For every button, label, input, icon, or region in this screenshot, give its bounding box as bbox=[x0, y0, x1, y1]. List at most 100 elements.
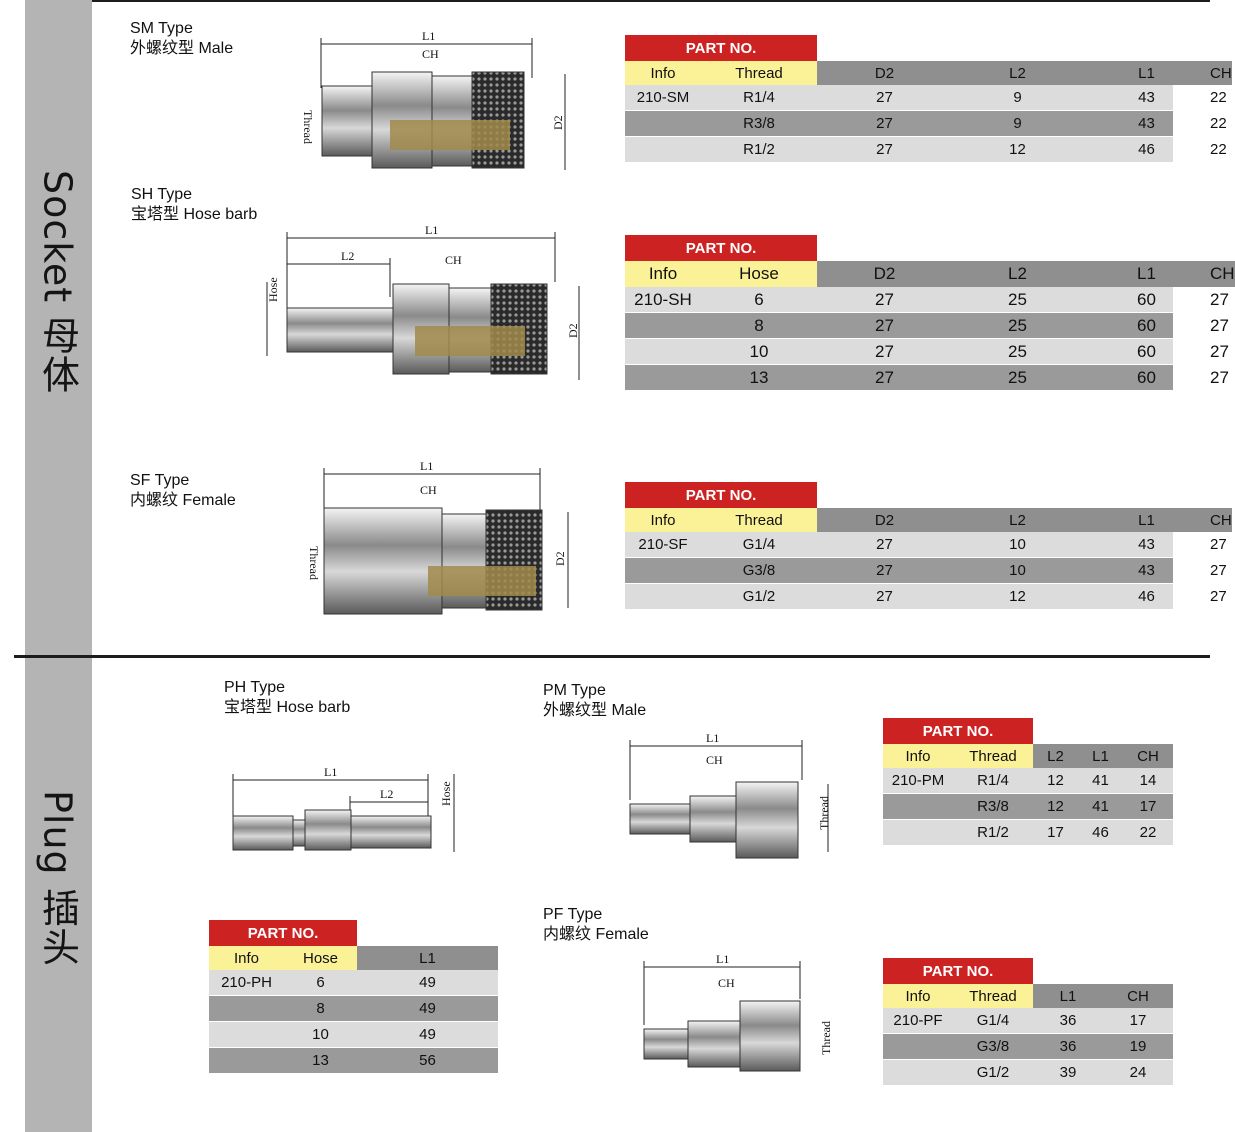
table-cell: 22 bbox=[1210, 89, 1227, 106]
table-cell: 17 bbox=[1129, 1012, 1147, 1029]
sm-socket-drawing: L1 CH D2 Thread bbox=[301, 29, 566, 170]
table-cell: 22 bbox=[1210, 141, 1227, 158]
table-cell: 25 bbox=[1008, 341, 1027, 361]
sm-thread-dim: Thread bbox=[301, 110, 315, 144]
sh-type-subtitle: 宝塔型 Hose barb bbox=[131, 206, 258, 223]
pm-header-l1: L1 bbox=[1078, 744, 1123, 768]
table-cell: R1/2 bbox=[743, 141, 775, 158]
socket-side-band bbox=[25, 0, 92, 655]
sh-l2-dim: L2 bbox=[341, 249, 354, 263]
table-cell: 210-PF bbox=[893, 1012, 943, 1029]
table-cell: 19 bbox=[1129, 1038, 1147, 1055]
pm-type-subtitle: 外螺纹型 Male bbox=[543, 702, 647, 719]
sh-header-ch: CH bbox=[1210, 261, 1235, 287]
table-cell: 27 bbox=[1210, 289, 1229, 309]
sh-l1-dim: L1 bbox=[425, 223, 438, 237]
table-cell: 49 bbox=[419, 974, 436, 991]
pm-header-thread: Thread bbox=[953, 744, 1033, 768]
pf-type-label: PF Type 内螺纹 Female bbox=[543, 905, 649, 945]
table-cell: 46 bbox=[1138, 141, 1155, 158]
table-cell: 13 bbox=[312, 1052, 329, 1069]
table-cell: 27 bbox=[876, 562, 893, 579]
table-cell: 60 bbox=[1137, 289, 1156, 309]
table-cell: G3/8 bbox=[976, 1038, 1010, 1055]
table-row: 10 49 bbox=[209, 1022, 498, 1047]
sf-header-d2: D2 bbox=[817, 508, 952, 532]
pf-header-l1: L1 bbox=[1033, 984, 1103, 1008]
sf-ch-dim: CH bbox=[420, 483, 437, 497]
sf-type-label: SF Type 内螺纹 Female bbox=[130, 471, 236, 511]
table-cell: 27 bbox=[1210, 562, 1227, 579]
table-cell bbox=[625, 111, 701, 136]
sf-socket-drawing: L1 CH D2 Thread bbox=[307, 459, 569, 615]
table-cell: G1/4 bbox=[976, 1012, 1010, 1029]
ph-type-label: PH Type 宝塔型 Hose barb bbox=[224, 678, 350, 718]
sf-type-subtitle: 内螺纹 Female bbox=[130, 492, 236, 509]
table-cell: 43 bbox=[1138, 536, 1155, 553]
ph-part-no-header: PART NO. bbox=[209, 920, 357, 946]
pf-thread-dim: Thread bbox=[819, 1021, 833, 1055]
sm-type-label: SM Type 外螺纹型 Male bbox=[130, 19, 233, 59]
pf-type-subtitle: 内螺纹 Female bbox=[543, 926, 649, 943]
table-cell: 17 bbox=[1047, 824, 1064, 841]
table-cell: 49 bbox=[419, 1026, 436, 1043]
sh-header-d2: D2 bbox=[817, 261, 952, 287]
table-cell: 36 bbox=[1059, 1012, 1077, 1029]
pf-type-title: PF Type bbox=[543, 906, 603, 923]
table-cell: 210-PH bbox=[221, 974, 272, 991]
table-cell: 27 bbox=[1210, 588, 1227, 605]
ph-header-l1: L1 bbox=[357, 946, 498, 970]
ph-l2-dim: L2 bbox=[380, 787, 393, 801]
ph-header-info: Info bbox=[209, 946, 284, 970]
pm-ch-dim: CH bbox=[706, 753, 723, 767]
sf-header-l1: L1 bbox=[1083, 508, 1210, 532]
table-cell: 10 bbox=[1009, 562, 1026, 579]
pf-l1-dim: L1 bbox=[716, 952, 729, 966]
table-cell: 27 bbox=[875, 289, 894, 309]
table-cell: 27 bbox=[875, 367, 894, 387]
table-cell: 210-SM bbox=[636, 89, 690, 106]
sh-header-l1: L1 bbox=[1083, 261, 1210, 287]
sm-part-no-header: PART NO. bbox=[625, 35, 817, 61]
table-cell: G1/4 bbox=[742, 536, 776, 553]
table-cell: 210-PM bbox=[891, 772, 945, 789]
pf-part-no-header: PART NO. bbox=[883, 958, 1033, 984]
ph-l1-dim: L1 bbox=[324, 765, 337, 779]
pm-type-title: PM Type bbox=[543, 682, 606, 699]
table-cell: 27 bbox=[876, 588, 893, 605]
ph-header-hose: Hose bbox=[284, 946, 357, 970]
sf-header-ch: CH bbox=[1210, 508, 1232, 532]
table-cell: R1/4 bbox=[977, 772, 1009, 789]
plug-side-band bbox=[25, 658, 92, 1132]
table-cell: 17 bbox=[1139, 798, 1157, 815]
sm-header-l1: L1 bbox=[1083, 61, 1210, 85]
table-cell: 27 bbox=[876, 89, 893, 106]
table-cell: 27 bbox=[875, 315, 894, 335]
section-divider bbox=[14, 655, 1210, 658]
sm-type-subtitle: 外螺纹型 Male bbox=[130, 40, 234, 57]
sm-header-d2: D2 bbox=[817, 61, 952, 85]
table-cell: 10 bbox=[1009, 536, 1026, 553]
table-cell: 8 bbox=[316, 1000, 325, 1017]
table-cell bbox=[625, 584, 701, 609]
table-cell: 8 bbox=[754, 315, 764, 335]
table-cell: 10 bbox=[749, 341, 769, 361]
table-cell: 24 bbox=[1129, 1064, 1147, 1081]
pm-part-no-header: PART NO. bbox=[883, 718, 1033, 744]
table-cell: 36 bbox=[1059, 1038, 1077, 1055]
table-cell: 27 bbox=[1210, 536, 1227, 553]
table-cell bbox=[883, 794, 953, 819]
table-cell: 10 bbox=[312, 1026, 329, 1043]
